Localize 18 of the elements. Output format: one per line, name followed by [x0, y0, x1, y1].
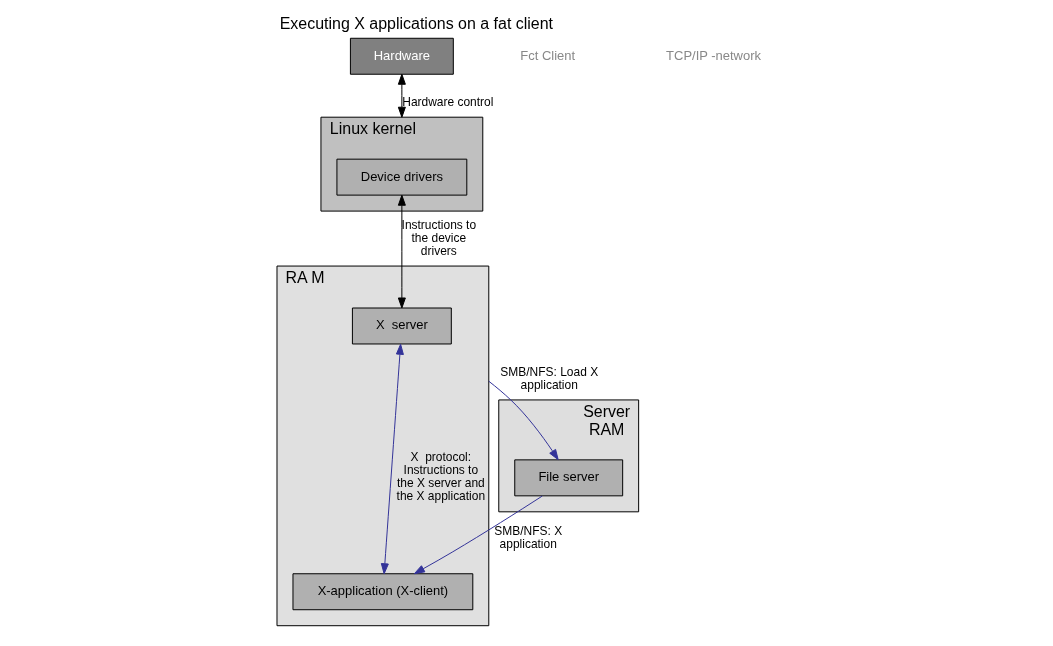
label: Fct Client [519, 47, 575, 63]
edge-label: Instructions to the device drivers [401, 217, 476, 258]
edge-label: X protocol: Instructions to the X server and the X application [396, 450, 485, 504]
arrow [397, 194, 406, 309]
node-box: Hardware [349, 37, 454, 75]
edge-label: SMB/NFS: X application [493, 524, 562, 552]
node-box: File server [513, 459, 623, 497]
edge-label: SMB/NFS: Load X application [499, 364, 598, 392]
node-box: X-application (X-client) [291, 573, 473, 611]
arrow [413, 495, 543, 575]
edge-label: Hardware control [401, 94, 493, 109]
label: TCP/IP -network [665, 47, 761, 63]
node-box: X server [351, 307, 452, 345]
diagram-title: Executing X applications on a fat client [279, 15, 553, 33]
arrow [487, 380, 559, 461]
arrow [397, 73, 406, 118]
arrow [380, 343, 404, 575]
node-box: Device drivers [335, 158, 467, 196]
